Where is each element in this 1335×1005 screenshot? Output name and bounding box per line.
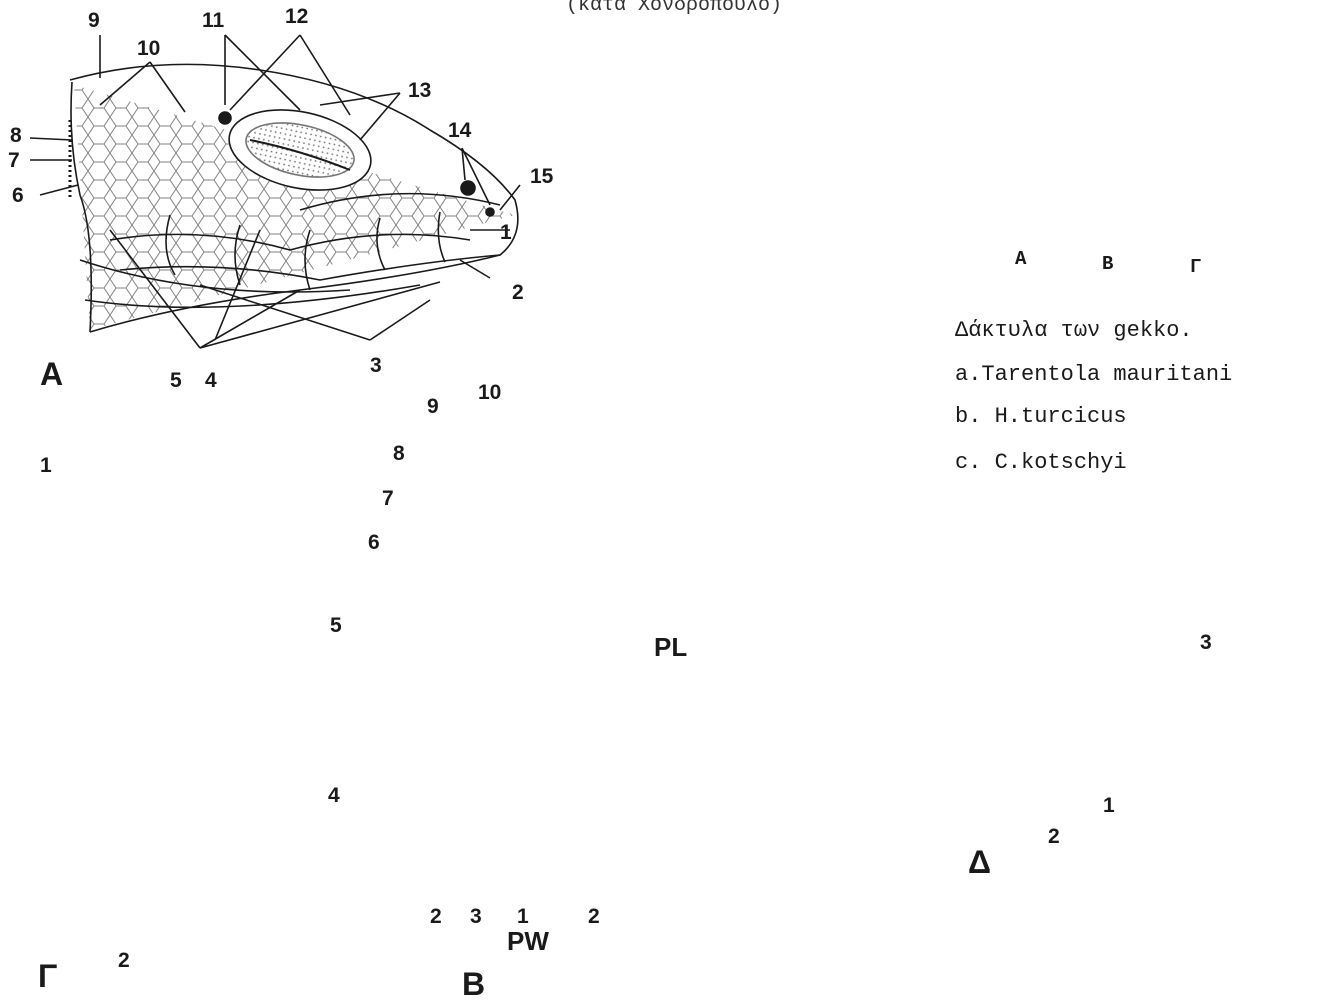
panel-d-label-2: 2 [1048,826,1060,847]
panel-a-label-9: 9 [88,10,100,31]
panel-b-label-3: 3 [470,906,482,927]
panel-a-head [30,35,520,348]
panel-b-label-5: 5 [330,615,342,636]
panel-b-label-1: 1 [517,906,529,927]
toe-item-a: a.Tarentola mauritani [955,364,1232,386]
panel-a-label-8: 8 [10,125,22,146]
toe-caption: Δάκτυλα των gekko. [955,320,1193,342]
panel-d-label-1: 1 [1103,795,1115,816]
panel-b-letter: B [462,968,485,1000]
panel-a-label-15: 15 [530,166,553,187]
panel-a-label-7: 7 [8,150,20,171]
panel-a-label-5: 5 [170,370,182,391]
panel-a-label-13: 13 [408,80,431,101]
panel-a-label-1: 1 [500,222,512,243]
panel-b-label-2b: 2 [588,906,600,927]
panel-a-label-10: 10 [137,38,160,59]
pl-label: PL [654,634,687,660]
header-caption: (κατα Χονδρόπουλο) [566,0,782,17]
panel-d-letter: Δ [968,846,991,878]
panel-a-label-12: 12 [285,6,308,27]
panel-a-label-4: 4 [205,370,217,391]
panel-b-label-6: 6 [368,532,380,553]
toe-letter-a: A [1015,250,1026,269]
panel-b-label-4: 4 [328,785,340,806]
toe-item-c: c. C.kotschyi [955,452,1127,474]
toe-item-b: b. H.turcicus [955,406,1127,428]
panel-d-label-3: 3 [1200,632,1212,653]
panel-a-label-2: 2 [512,282,524,303]
pw-label: PW [507,928,549,954]
panel-g-letter: Γ [38,960,57,992]
panel-a-letter: A [40,358,63,390]
panel-a-label-14: 14 [448,120,471,141]
panel-a-label-6: 6 [12,185,24,206]
panel-b-label-9: 9 [427,396,439,417]
panel-b-label-10: 10 [478,382,501,403]
toe-letter-b: B [1102,255,1113,274]
panel-b-label-7: 7 [382,488,394,509]
panel-b-label-2a: 2 [430,906,442,927]
panel-a-label-11: 11 [202,10,224,31]
toe-letter-g: Γ [1190,258,1201,277]
panel-b-label-8: 8 [393,443,405,464]
panel-g-label-1: 1 [40,455,52,476]
panel-a-label-3: 3 [370,355,382,376]
panel-g-label-2: 2 [118,950,130,971]
